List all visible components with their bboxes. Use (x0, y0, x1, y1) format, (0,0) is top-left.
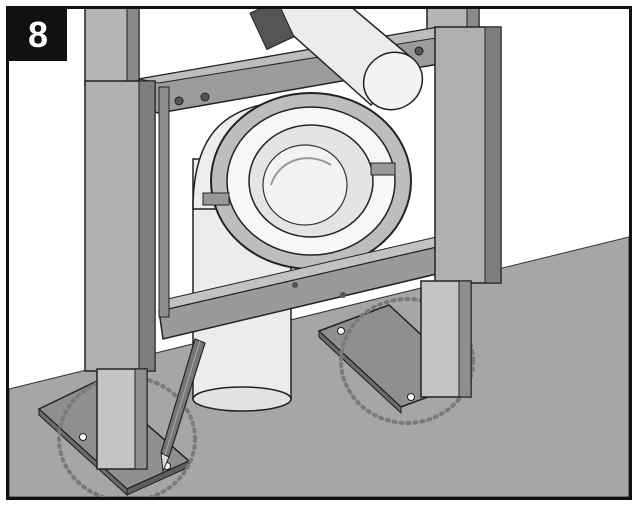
left-side-frame (158, 86, 170, 318)
outlet-opening (262, 144, 348, 226)
pencil-icon (160, 338, 206, 473)
illustration-frame: 8 (6, 6, 632, 500)
pipe-clamp-top (249, 9, 295, 51)
step-number-badge: 8 (9, 9, 67, 61)
flange-clip-right (370, 162, 396, 176)
right-anchor-highlight (339, 297, 475, 425)
flange-clip-left (202, 192, 230, 206)
anchor-hole-marker (79, 433, 87, 441)
installation-scene (9, 9, 629, 497)
